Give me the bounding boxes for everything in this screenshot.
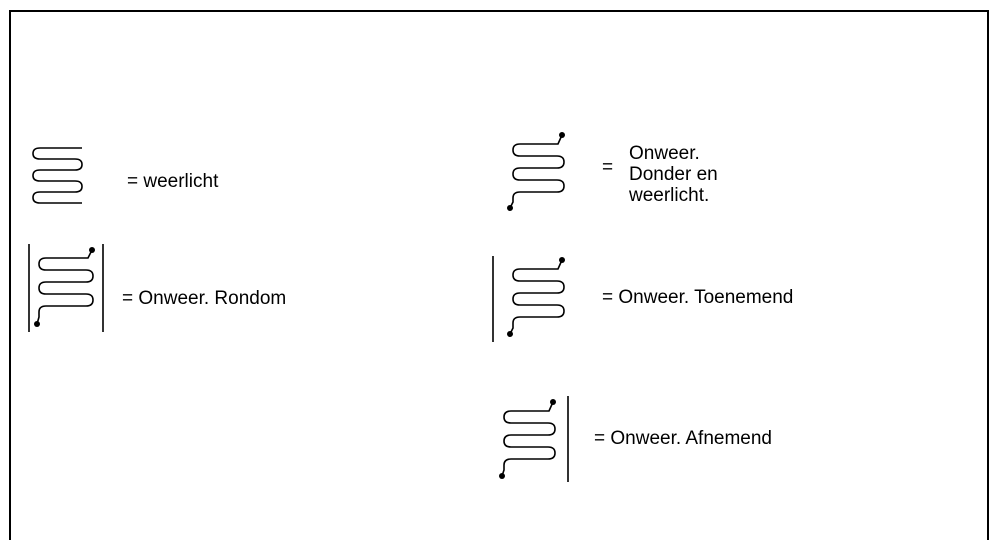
onweer-icon <box>507 132 565 211</box>
onweer-toenemend-icon <box>492 256 565 342</box>
weerlicht-icon <box>32 147 83 204</box>
legend-frame <box>9 10 989 540</box>
onweer-label: Onweer. Donder en weerlicht. <box>629 143 718 206</box>
onweer-rondom-icon <box>28 244 104 332</box>
onweer-label-line-1: Onweer. <box>629 143 700 164</box>
onweer-label-line-3: weerlicht. <box>629 185 710 206</box>
onweer-afnemend-icon <box>499 396 569 482</box>
onweer-toenemend-label: = Onweer. Toenemend <box>602 287 794 308</box>
dot-bottom <box>507 205 513 211</box>
dot-top <box>559 132 565 138</box>
weerlicht-label: = weerlicht <box>127 171 219 192</box>
onweer-eq: = <box>602 157 614 178</box>
onweer-label-line-2: Donder en <box>629 164 718 185</box>
onweer-rondom-label: = Onweer. Rondom <box>122 288 287 309</box>
onweer-afnemend-label: = Onweer. Afnemend <box>594 428 772 449</box>
